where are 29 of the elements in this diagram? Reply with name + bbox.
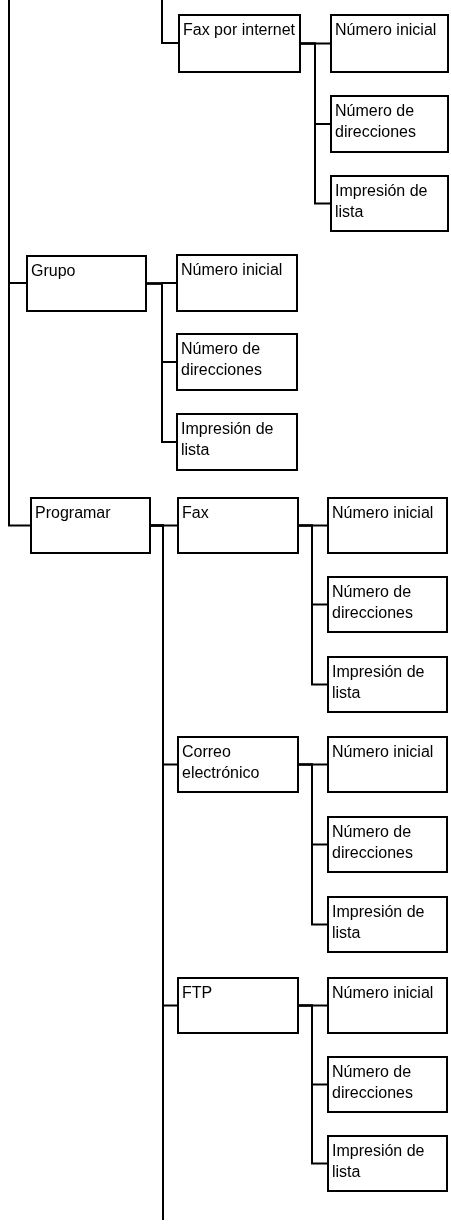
menu-box: Número de direcciones [327,816,448,873]
menu-box: Número inicial [327,736,448,793]
menu-box: Fax por internet [178,14,301,73]
connector-line [146,282,177,443]
connector-line [161,0,179,44]
menu-box: Impresión de lista [330,175,449,232]
menu-box: Correo electrónico [177,736,299,793]
menu-box: Número inicial [330,14,449,73]
menu-box: Número de direcciones [327,1056,448,1113]
connector-line [300,42,331,205]
menu-box: Impresión de lista [327,656,448,713]
connector-line [8,0,31,527]
menu-box: Impresión de lista [327,896,448,953]
menu-box: Número inicial [327,977,448,1034]
menu-box: Número de direcciones [327,576,448,633]
menu-box: Número de direcciones [330,95,449,153]
menu-box: Fax [177,497,299,554]
menu-box: Impresión de lista [176,413,298,471]
connector-line [298,1004,328,1165]
menu-box: Grupo [26,255,147,312]
menu-box: Impresión de lista [327,1135,448,1192]
connector-line [298,524,328,686]
connector-line [298,763,328,926]
menu-box: Número inicial [327,497,448,554]
menu-box: FTP [177,977,299,1034]
menu-box: Programar [30,497,151,554]
connector-line [150,524,164,1221]
menu-box: Número de direcciones [176,333,298,391]
menu-box: Número inicial [176,254,298,312]
